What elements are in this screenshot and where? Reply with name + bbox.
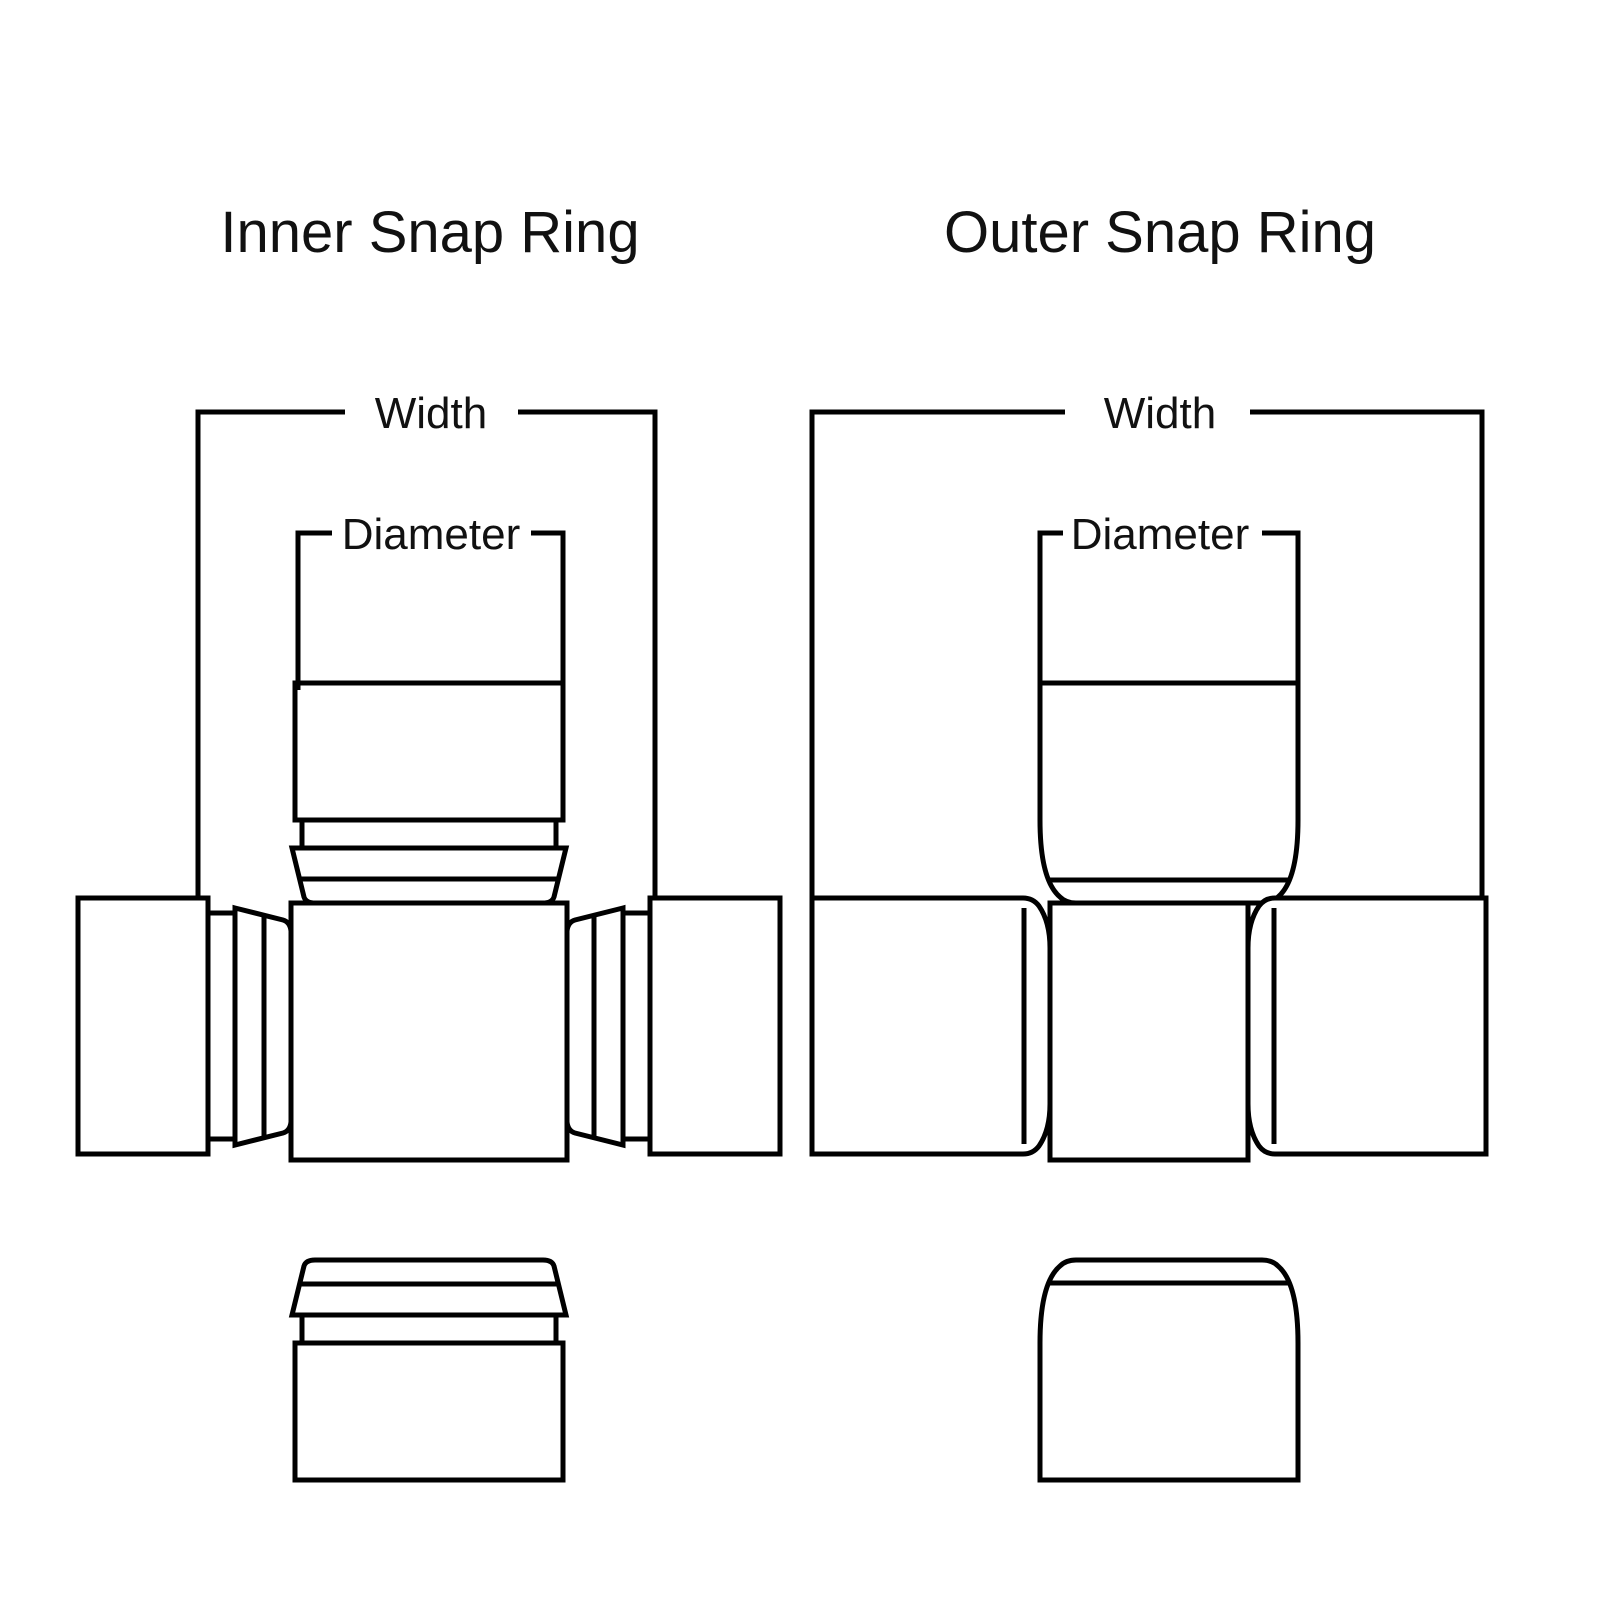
- inner-bearing-cap-left: [75, 895, 294, 1157]
- inner-width-dimension: Width: [195, 389, 658, 900]
- outer-cap-left-body: [809, 895, 1053, 1157]
- outer-diameter-leader-left: [1037, 530, 1063, 690]
- panel-title-outer: Outer Snap Ring: [944, 200, 1376, 265]
- inner-width-leader-left: [195, 409, 345, 900]
- panel-title-inner: Inner Snap Ring: [220, 200, 639, 265]
- outer-width-dimension: Width: [809, 389, 1485, 900]
- outer-bearing-cap-top: [1037, 680, 1301, 906]
- inner-cap-bottom-shoulder: [288, 1257, 570, 1318]
- inner-cap-top-shoulder: [288, 845, 570, 906]
- outer-width-label: Width: [1104, 389, 1216, 438]
- inner-bearing-cap-bottom: [288, 1257, 570, 1483]
- inner-diameter-leader-right: [531, 530, 566, 690]
- panel-outer-snap-ring: Outer Snap Ring: [809, 200, 1489, 1483]
- inner-bearing-cap-right: [564, 895, 783, 1157]
- outer-width-leader-left: [809, 409, 1065, 900]
- outer-cross-body: [1047, 900, 1251, 1163]
- inner-diameter-dimension: Diameter: [295, 510, 566, 690]
- outer-diameter-leader-right: [1262, 530, 1301, 690]
- inner-diameter-label: Diameter: [342, 510, 521, 559]
- inner-cap-bottom-body: [292, 1340, 566, 1483]
- outer-diameter-label: Diameter: [1071, 510, 1250, 559]
- inner-cap-bottom-groove: [299, 1312, 559, 1346]
- inner-width-leader-right: [518, 409, 658, 900]
- inner-width-label: Width: [375, 389, 487, 438]
- inner-bearing-cap-top: [288, 680, 570, 906]
- inner-diameter-leader-left: [295, 530, 332, 690]
- outer-cap-top-body: [1037, 680, 1301, 906]
- outer-width-leader-right: [1250, 409, 1485, 900]
- inner-cap-top-body: [292, 680, 566, 823]
- outer-bearing-cap-left: [809, 895, 1053, 1157]
- outer-diameter-dimension: Diameter: [1037, 510, 1301, 690]
- panel-inner-snap-ring: Inner Snap Ring: [75, 200, 783, 1483]
- inner-cap-right-groove: [620, 910, 653, 1142]
- inner-cap-top-groove: [299, 817, 559, 851]
- outer-bearing-cap-right: [1245, 895, 1489, 1157]
- outer-cap-right-body: [1245, 895, 1489, 1157]
- outer-cap-bottom-body: [1037, 1257, 1301, 1483]
- inner-cap-left-body: [75, 895, 211, 1157]
- inner-cross-body: [288, 900, 570, 1163]
- inner-cap-right-body: [647, 895, 783, 1157]
- inner-cap-left-groove: [205, 910, 238, 1142]
- outer-bearing-cap-bottom: [1037, 1257, 1301, 1483]
